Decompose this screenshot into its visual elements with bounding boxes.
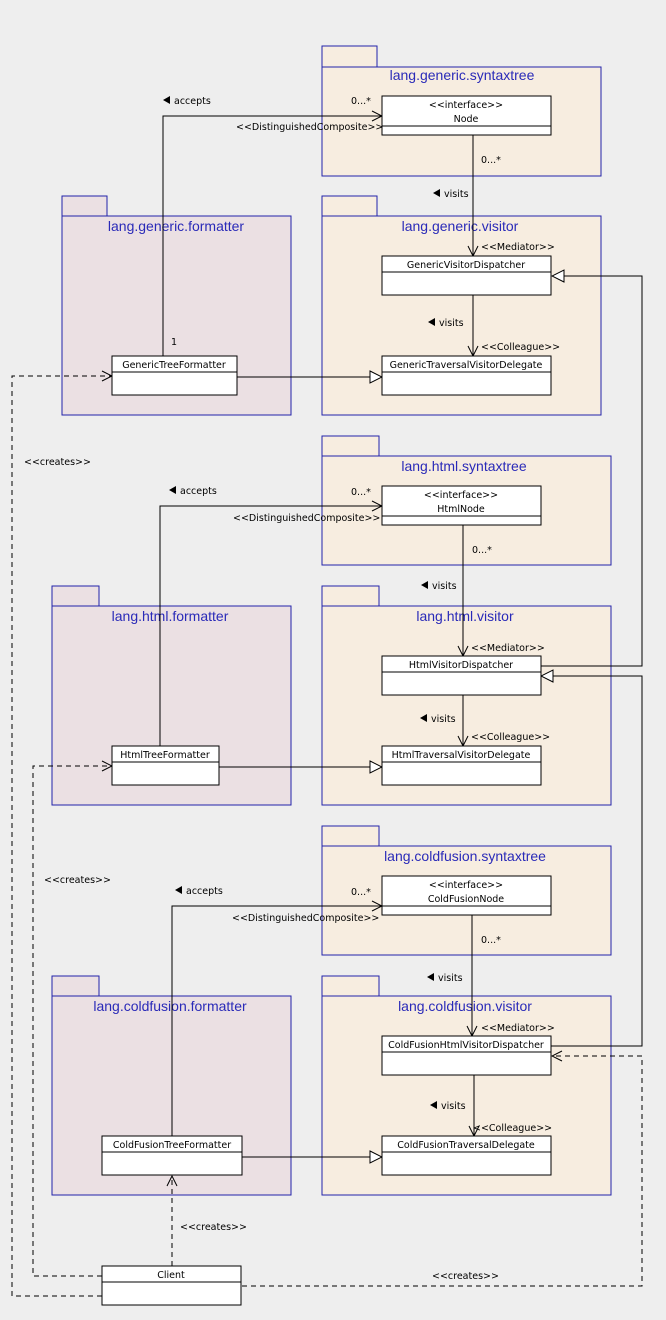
class-name: ColdFusionHtmlVisitorDispatcher bbox=[388, 1040, 544, 1051]
class-html-visitor-dispatcher: HtmlVisitorDispatcher bbox=[381, 655, 542, 696]
class-name: Client bbox=[157, 1270, 185, 1281]
direction-triangle-icon bbox=[163, 96, 170, 104]
stereotype-label: <<DistinguishedComposite>> bbox=[232, 913, 379, 924]
accepts-edge bbox=[159, 506, 382, 746]
stereotype-label: <<Mediator>> bbox=[481, 242, 555, 253]
stereotype-label: <<Colleague>> bbox=[473, 1123, 552, 1134]
direction-triangle-icon bbox=[169, 486, 176, 494]
creates-edge bbox=[11, 376, 112, 1297]
direction-triangle-icon bbox=[175, 886, 182, 894]
visits-label: visits bbox=[444, 189, 469, 200]
multiplicity-label: 0...* bbox=[351, 96, 371, 107]
package-title: lang.generic.visitor bbox=[402, 218, 519, 234]
multiplicity-label: 0...* bbox=[481, 935, 501, 946]
visits-label: visits bbox=[431, 714, 456, 725]
creates-label: <<creates>> bbox=[44, 875, 111, 886]
package-title: lang.coldfusion.syntaxtree bbox=[384, 848, 546, 864]
visits-label: visits bbox=[441, 1101, 466, 1112]
class-client: Client bbox=[101, 1265, 242, 1306]
visits-label: visits bbox=[432, 581, 457, 592]
direction-triangle-icon bbox=[427, 973, 434, 981]
accepts-label: accepts bbox=[186, 886, 223, 897]
accepts-label: accepts bbox=[174, 96, 211, 107]
direction-triangle-icon bbox=[430, 1101, 437, 1109]
creates-edge bbox=[32, 766, 112, 1277]
creates-label: <<creates>> bbox=[432, 1271, 499, 1282]
direction-triangle-icon bbox=[421, 581, 428, 589]
class-coldfusion-traversal-delegate: ColdFusionTraversalDelegate bbox=[381, 1135, 552, 1176]
package-title: lang.generic.formatter bbox=[108, 218, 245, 234]
package-title: lang.html.syntaxtree bbox=[401, 458, 526, 474]
package-title: lang.coldfusion.formatter bbox=[93, 998, 247, 1014]
class-name: HtmlTreeFormatter bbox=[120, 750, 210, 761]
generalization-edge bbox=[541, 676, 643, 1047]
stereotype-label: <<Colleague>> bbox=[481, 342, 560, 353]
class-name: ColdFusionTreeFormatter bbox=[113, 1140, 231, 1151]
class-name: GenericVisitorDispatcher bbox=[407, 260, 525, 271]
class-stereotype: <<interface>> bbox=[429, 880, 503, 891]
class-generic-traversal-delegate: GenericTraversalVisitorDelegate bbox=[381, 355, 552, 396]
multiplicity-label: 0...* bbox=[351, 887, 371, 898]
class-html-traversal-delegate: HtmlTraversalVisitorDelegate bbox=[381, 745, 542, 786]
direction-triangle-icon bbox=[433, 189, 440, 197]
class-stereotype: <<interface>> bbox=[429, 100, 503, 111]
class-name: Node bbox=[454, 114, 479, 125]
stereotype-label: <<Mediator>> bbox=[481, 1023, 555, 1034]
accepts-label: accepts bbox=[180, 486, 217, 497]
class-name: GenericTraversalVisitorDelegate bbox=[390, 360, 543, 371]
creates-label: <<creates>> bbox=[180, 1222, 247, 1233]
visits-label: visits bbox=[439, 318, 464, 329]
package-title: lang.html.visitor bbox=[416, 608, 514, 624]
class-name: HtmlTraversalVisitorDelegate bbox=[392, 750, 531, 761]
multiplicity-label: 0...* bbox=[351, 487, 371, 498]
multiplicity-label: 1 bbox=[171, 337, 177, 348]
stereotype-label: <<Mediator>> bbox=[471, 643, 545, 654]
multiplicity-label: 0...* bbox=[472, 545, 492, 556]
class-generic-visitor-dispatcher: GenericVisitorDispatcher bbox=[381, 255, 552, 296]
creates-edge bbox=[242, 1056, 643, 1287]
accepts-edge bbox=[171, 906, 382, 1136]
visits-label: visits bbox=[438, 973, 463, 984]
stereotype-label: <<Colleague>> bbox=[471, 732, 550, 743]
stereotype-label: <<DistinguishedComposite>> bbox=[236, 122, 383, 133]
generalization-edge bbox=[541, 276, 643, 667]
class-name: ColdFusionTraversalDelegate bbox=[397, 1140, 535, 1151]
class-html-tree-formatter: HtmlTreeFormatter bbox=[111, 745, 220, 786]
class-coldfusion-node: <<interface>> ColdFusionNode bbox=[381, 875, 552, 916]
class-name: ColdFusionNode bbox=[428, 894, 504, 905]
class-name: HtmlNode bbox=[437, 504, 485, 515]
multiplicity-label: 0...* bbox=[481, 155, 501, 166]
stereotype-label: <<DistinguishedComposite>> bbox=[233, 513, 380, 524]
class-name: HtmlVisitorDispatcher bbox=[409, 660, 513, 671]
direction-triangle-icon bbox=[420, 714, 427, 722]
class-generic-tree-formatter: GenericTreeFormatter bbox=[111, 355, 238, 396]
accepts-edge bbox=[162, 116, 382, 356]
class-coldfusion-tree-formatter: ColdFusionTreeFormatter bbox=[101, 1135, 243, 1176]
class-coldfusion-visitor-dispatcher: ColdFusionHtmlVisitorDispatcher bbox=[381, 1035, 552, 1076]
class-stereotype: <<interface>> bbox=[424, 490, 498, 501]
package-title: lang.generic.syntaxtree bbox=[390, 67, 535, 83]
class-name: GenericTreeFormatter bbox=[122, 360, 226, 371]
class-html-node: <<interface>> HtmlNode bbox=[381, 485, 542, 526]
creates-label: <<creates>> bbox=[24, 457, 91, 468]
package-title: lang.html.formatter bbox=[112, 608, 229, 624]
class-node: <<interface>> Node bbox=[381, 95, 552, 136]
direction-triangle-icon bbox=[428, 318, 435, 326]
package-title: lang.coldfusion.visitor bbox=[398, 998, 532, 1014]
